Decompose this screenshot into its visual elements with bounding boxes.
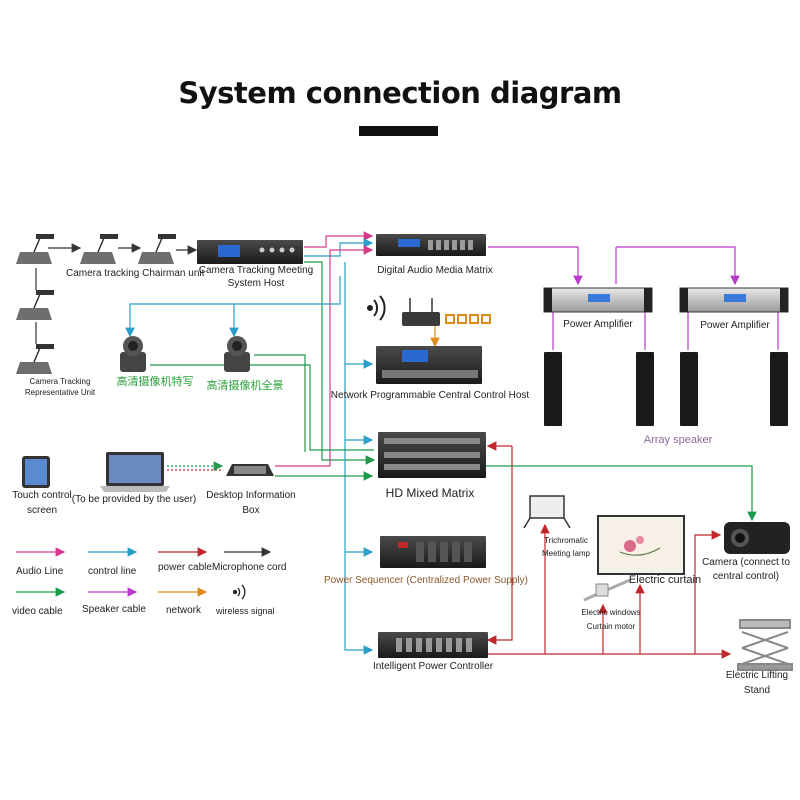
diagram-title: System connection diagram: [178, 76, 622, 110]
label-hd-camera-close: 高清摄像机特写: [116, 376, 194, 388]
audio-host-matrix: [304, 231, 374, 248]
hd-camera-2: [224, 336, 250, 372]
label-array-speaker: Array speaker: [643, 434, 713, 446]
hd-matrix-device: [378, 432, 486, 478]
tracking-host-device: [197, 240, 303, 264]
hd-camera-1: [120, 336, 146, 372]
speaker-amp-2: [616, 246, 740, 286]
router-device: [402, 298, 491, 326]
label-chairman-unit: Camera tracking Chairman unit: [66, 268, 205, 279]
control-backbone: [344, 262, 374, 655]
label-power-sequencer: Power Sequencer (Centralized Power Suppl…: [324, 575, 528, 586]
label-power-controller: Intelligent Power Controller: [372, 661, 494, 672]
legend: [16, 547, 272, 597]
power-riser: [486, 446, 513, 645]
electric-curtain-device: [597, 515, 685, 575]
projector-device: [724, 522, 790, 554]
chairman-units: [16, 234, 176, 374]
control-camera-1: [125, 276, 341, 338]
power-amplifier-2: [679, 287, 789, 313]
label-tracking-host: Camera Tracking Meeting System Host: [198, 265, 314, 289]
video-hdmatrix-projector: [486, 465, 757, 522]
label-lifting-stand: Electric Lifting Stand: [725, 670, 789, 696]
legend-speaker-cable: Speaker cable: [82, 604, 146, 615]
power-sequencer-device: [380, 536, 486, 568]
meeting-lamp-device: [523, 495, 571, 529]
video-host-hdmatrix: [304, 261, 376, 465]
label-central-control: Network Programmable Central Control Hos…: [330, 390, 530, 401]
desktop-box-device: [226, 464, 274, 476]
array-speakers: [544, 352, 788, 426]
label-camera-projector: Camera (connect to central control): [702, 557, 790, 582]
wifi-icon: [367, 295, 386, 321]
speaker-amp-1: [488, 246, 583, 286]
legend-microphone-cord: Microphone cord: [212, 562, 287, 573]
legend-audio-line: Audio Line: [16, 566, 64, 577]
label-touch-screen: Touch control screen: [12, 490, 72, 516]
legend-video-cable: video cable: [12, 606, 63, 617]
label-power-amplifier-1: Power Amplifier: [563, 319, 633, 330]
label-hd-matrix: HD Mixed Matrix: [385, 486, 475, 500]
audio-desk-matrix: [275, 245, 374, 467]
wireless-signal-icon: [232, 584, 246, 600]
tablet-device: [22, 456, 50, 488]
laptop-device: [100, 452, 170, 492]
legend-control-line: control line: [88, 566, 137, 577]
audio-matrix-device: [376, 234, 486, 256]
lifting-stand-device: [737, 619, 793, 671]
legend-wireless-signal: wireless signal: [216, 606, 275, 616]
label-power-amplifier-2: Power Amplifier: [700, 320, 770, 331]
label-laptop: (To be provided by the user): [71, 494, 197, 505]
power-amplifier-1: [543, 287, 653, 313]
label-electric-curtain: Electric curtain: [628, 574, 702, 586]
label-hd-camera-panorama: 高清摄像机全景: [206, 380, 284, 392]
curtain-motor-device: [583, 578, 631, 602]
label-representative-unit: Camera Tracking Representative Unit: [24, 377, 96, 397]
power-projector: [694, 530, 722, 654]
label-curtain-motor: Electric windows Curtain motor: [581, 608, 641, 631]
legend-power-cable: power cable: [158, 562, 212, 573]
label-audio-matrix: Digital Audio Media Matrix: [377, 265, 493, 276]
video-camera-2: [254, 354, 306, 452]
label-desktop-box: Desktop Information Box: [206, 490, 296, 516]
power-controller-device: [378, 632, 488, 658]
legend-network: network: [166, 605, 202, 616]
label-meeting-lamp: Trichromatic Meeting lamp: [541, 536, 591, 558]
title-underline: [359, 126, 438, 136]
central-control-device: [376, 346, 482, 384]
